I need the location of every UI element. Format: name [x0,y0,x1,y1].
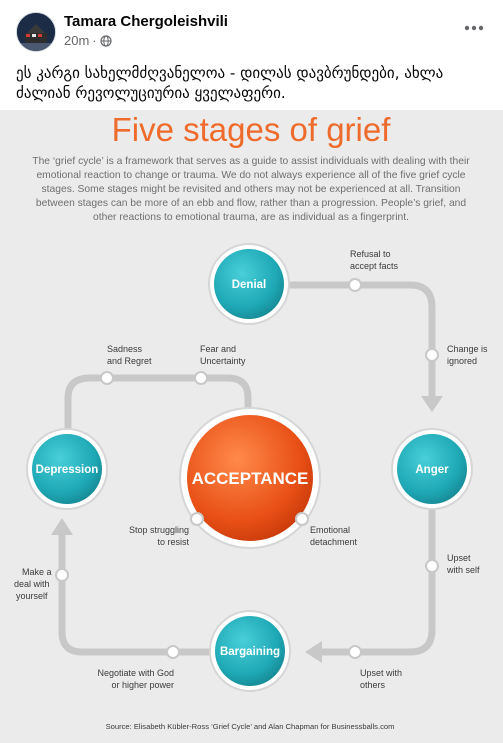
label-sadness: Sadness [107,344,143,354]
intro-line: other reactions to emotional trauma, are… [93,212,409,223]
post-header: Tamara Chergoleishvili 20m · [0,0,503,60]
stage-depression: Depression [26,428,108,510]
more-options-button[interactable] [459,16,489,40]
label-upset-others: Upset with [360,668,402,678]
author-name[interactable]: Tamara Chergoleishvili [64,13,228,30]
label-upset-self: with self [446,565,480,575]
dot [348,278,362,292]
dot [425,559,439,573]
label-fear: Uncertainty [200,356,246,366]
infographic-title: Five stages of grief [112,111,392,148]
post-meta: 20m · [64,33,112,48]
dot [194,371,208,385]
post-text: ეს კარგი სახელმძღვანელოა - დილას დავბრუნ… [16,63,486,103]
dot [295,512,309,526]
label-fear: Fear and [200,344,236,354]
stage-label: Depression [36,464,99,476]
label-emotional-detachment: detachment [310,537,358,547]
arrow-left-icon [305,641,322,663]
post-text-line: ეს კარგი სახელმძღვანელოა - დილას დავბრუნ… [16,64,444,82]
arrow-down-icon [421,396,443,412]
profile-picture-icon [17,13,55,51]
dot [190,512,204,526]
intro-paragraph: The ‘grief cycle’ is a framework that se… [32,156,470,223]
label-negotiate: Negotiate with God [97,668,174,678]
label-stop-struggling: Stop struggling [129,525,189,535]
intro-line: The ‘grief cycle’ is a framework that se… [32,156,470,167]
intro-line: stages. Some stages might be revisited a… [42,184,461,195]
post-timestamp[interactable]: 20m [64,33,90,48]
label-deal: yourself [16,591,48,601]
label-refusal: accept facts [350,261,399,271]
intro-line: emotional reaction to change or trauma. … [36,170,465,181]
post-text-line: ძალიან რევოლუციურია ყველაფერი. [16,84,286,102]
path-depression-to-acceptance [64,374,252,434]
meta-separator: · [92,33,97,48]
grief-infographic: Five stages of grief The ‘grief cycle’ i… [14,111,488,731]
stage-denial: Denial [208,243,290,325]
label-stop-struggling: to resist [157,537,189,547]
label-refusal: Refusal to [350,249,391,259]
intro-line: between stages can be more of an ebb and… [36,198,467,209]
stage-label: ACCEPTANCE [192,469,309,488]
path-anger-to-bargaining [314,501,436,656]
dot [425,348,439,362]
dot [348,645,362,659]
stage-label: Bargaining [220,646,280,658]
label-change: ignored [447,356,477,366]
cycle-path [58,281,436,656]
stage-anger: Anger [391,428,473,510]
source-credit: Source: Elisabeth Kübler-Ross ‘Grief Cyc… [106,722,395,731]
more-options-icon [464,25,484,31]
label-negotiate: or higher power [111,680,174,690]
path-bargaining-to-depression [58,526,214,656]
arrow-heads [51,396,443,663]
stage-acceptance: ACCEPTANCE [179,407,321,549]
post-image[interactable]: Five stages of grief The ‘grief cycle’ i… [0,110,503,743]
stage-labels: Refusal to accept facts Change is ignore… [14,249,488,690]
label-upset-others: others [360,680,386,690]
avatar[interactable] [16,12,56,52]
dot [55,568,69,582]
label-change: Change is [447,344,488,354]
label-sadness: and Regret [107,356,152,366]
connector-dots [55,278,439,659]
label-emotional-detachment: Emotional [310,525,350,535]
arrow-up-icon [51,518,73,535]
dot [100,371,114,385]
stage-label: Denial [232,279,267,291]
label-deal: Make a [22,567,52,577]
globe-icon[interactable] [100,34,112,47]
dot [166,645,180,659]
stage-label: Anger [415,464,449,476]
path-denial-to-anger [286,281,436,404]
label-upset-self: Upset [447,553,471,563]
label-deal: deal with [14,579,50,589]
stage-bargaining: Bargaining [209,610,291,692]
